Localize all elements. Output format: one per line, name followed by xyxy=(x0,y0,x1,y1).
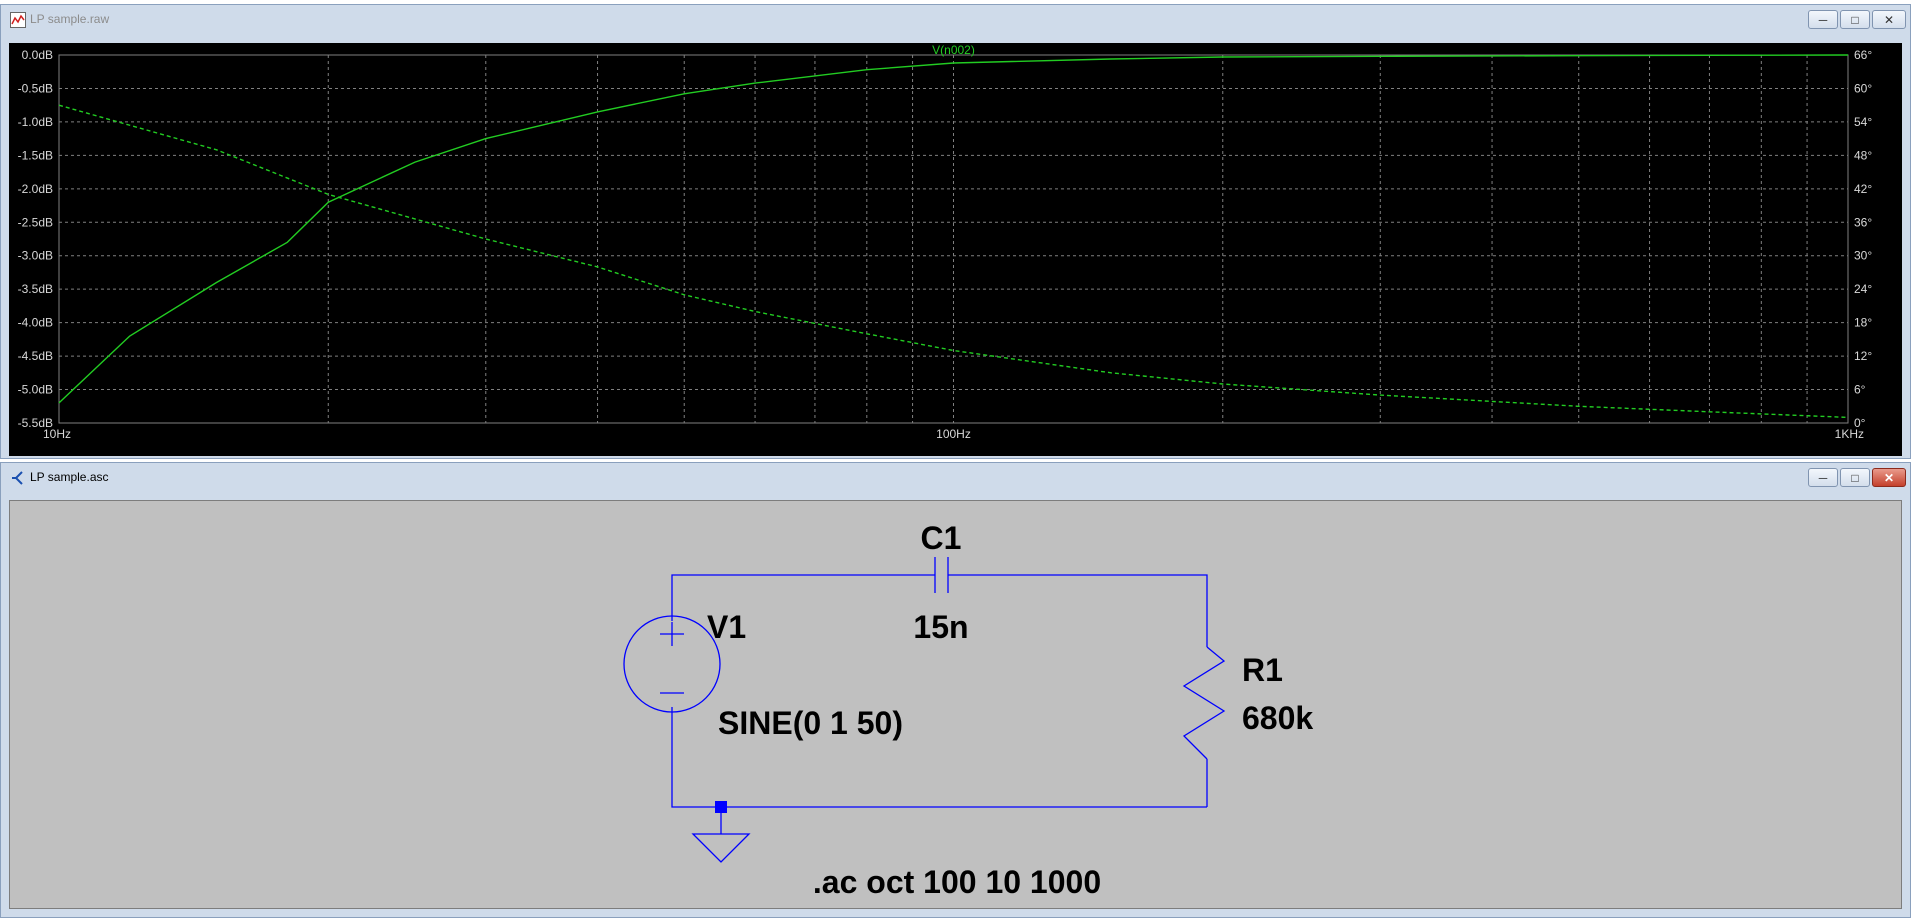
left-axis-tick-label: -4.0dB xyxy=(18,316,53,330)
bode-plot[interactable]: 0.0dB 66° -0.5dB 60° -1.0dB 54° -1.5dB 48° -2.0d… xyxy=(9,43,1902,456)
waveform-maximize-button[interactable]: □ xyxy=(1840,10,1870,29)
plot-area[interactable]: 0.0dB 66° -0.5dB 60° -1.0dB 54° -1.5dB 48° -2.0d… xyxy=(9,43,1902,456)
waveform-icon xyxy=(10,12,26,28)
right-axis-tick-label: 6° xyxy=(1854,383,1866,397)
left-axis-tick-label: -3.0dB xyxy=(18,249,53,263)
left-axis-tick-label: -0.5dB xyxy=(18,81,53,95)
v1-name-label[interactable]: V1 xyxy=(707,609,746,645)
right-axis-tick-label: 66° xyxy=(1854,48,1872,62)
wire-top-right[interactable] xyxy=(948,574,1208,647)
right-axis-tick-label: 36° xyxy=(1854,215,1872,229)
c1-value-label[interactable]: 15n xyxy=(913,609,968,645)
schematic-drawing[interactable]: C1 15n V1 SINE(0 1 50) R1 680k .ac oct 1… xyxy=(10,501,1903,911)
right-axis-tick-label: 0° xyxy=(1854,416,1866,430)
schematic-maximize-button[interactable]: □ xyxy=(1840,468,1870,487)
left-axis-tick-label: -5.5dB xyxy=(18,416,53,430)
right-axis-tick-label: 54° xyxy=(1854,115,1872,129)
right-axis-tick-label: 30° xyxy=(1854,249,1872,263)
trace-label: V(n002) xyxy=(932,43,975,57)
magnitude-trace xyxy=(58,54,1849,404)
left-axis-tick-label: -3.5dB xyxy=(18,282,53,296)
waveform-minimize-button[interactable]: ─ xyxy=(1808,10,1838,29)
schematic-window[interactable]: LP sample.asc ─ □ ✕ xyxy=(0,462,1911,918)
waveform-titlebar[interactable]: LP sample.raw ─ □ ✕ xyxy=(1,5,1910,35)
left-axis-tick-label: -4.5dB xyxy=(18,349,53,363)
wire-top-left[interactable] xyxy=(671,574,935,621)
resistor-r1-symbol[interactable] xyxy=(1182,646,1226,760)
left-axis-tick-label: -1.5dB xyxy=(18,148,53,162)
x-axis-tick-label: 10Hz xyxy=(43,427,71,441)
x-axis-tick-label: 1KHz xyxy=(1835,427,1864,441)
wire-bottom[interactable] xyxy=(671,707,1207,808)
right-axis-tick-label: 18° xyxy=(1854,316,1872,330)
schematic-close-button[interactable]: ✕ xyxy=(1872,468,1906,487)
schematic-canvas[interactable]: C1 15n V1 SINE(0 1 50) R1 680k .ac oct 1… xyxy=(9,500,1902,909)
ground-symbol[interactable] xyxy=(691,833,751,863)
schematic-minimize-button[interactable]: ─ xyxy=(1808,468,1838,487)
x-axis-tick-label: 100Hz xyxy=(936,427,971,441)
waveform-close-button[interactable]: ✕ xyxy=(1872,10,1906,29)
waveform-window[interactable]: LP sample.raw ─ □ ✕ 0.0dB 66° -0.5dB 60° -1.… xyxy=(0,4,1911,459)
right-axis-tick-label: 48° xyxy=(1854,148,1872,162)
phase-trace xyxy=(58,104,1849,419)
schematic-icon xyxy=(12,471,23,485)
right-axis-tick-label: 60° xyxy=(1854,81,1872,95)
ground-node-marker[interactable] xyxy=(715,801,727,813)
c1-name-label[interactable]: C1 xyxy=(921,520,962,556)
r1-name-label[interactable]: R1 xyxy=(1242,652,1283,688)
left-axis-tick-label: -1.0dB xyxy=(18,115,53,129)
left-axis-tick-label: -2.0dB xyxy=(18,182,53,196)
schematic-titlebar[interactable]: LP sample.asc ─ □ ✕ xyxy=(1,463,1910,493)
ac-directive[interactable]: .ac oct 100 10 1000 xyxy=(813,864,1101,900)
waveform-title: LP sample.raw xyxy=(30,12,110,26)
voltage-source-v1-symbol[interactable] xyxy=(623,615,721,713)
left-axis-tick-label: -2.5dB xyxy=(18,215,53,229)
schematic-title: LP sample.asc xyxy=(30,470,109,484)
left-axis-tick-label: 0.0dB xyxy=(22,48,53,62)
right-axis-tick-label: 42° xyxy=(1854,182,1872,196)
left-axis-tick-label: -5.0dB xyxy=(18,383,53,397)
r1-value-label[interactable]: 680k xyxy=(1242,700,1313,736)
right-axis-tick-label: 12° xyxy=(1854,349,1872,363)
v1-value-label[interactable]: SINE(0 1 50) xyxy=(718,705,903,741)
right-axis-tick-label: 24° xyxy=(1854,282,1872,296)
